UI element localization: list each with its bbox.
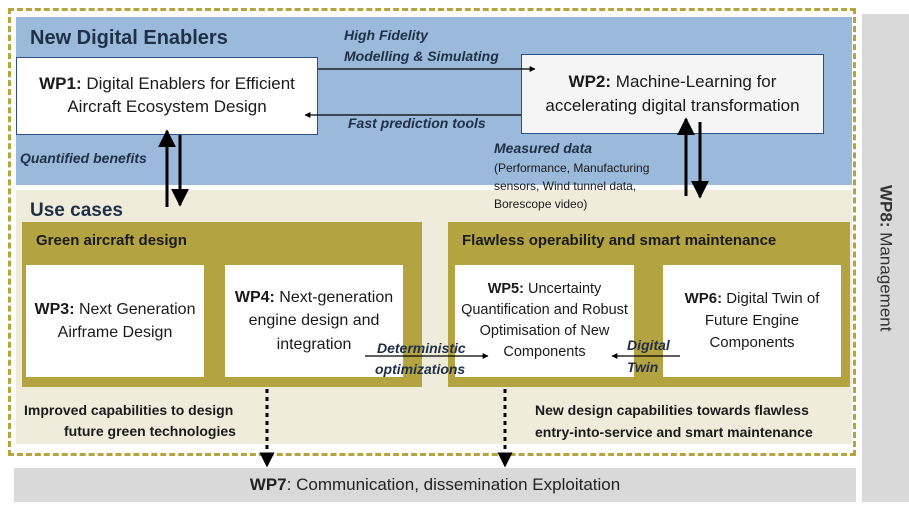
project-frame: [8, 8, 856, 456]
wp3-id: WP3:: [34, 300, 75, 318]
wp2-box: WP2: Machine-Learning for accelerating d…: [521, 54, 824, 134]
measured-data-detail-3: Borescope video): [494, 197, 588, 211]
measured-data-detail-2: sensors, Wind tunnel data,: [494, 179, 637, 193]
fast-prediction-label: Fast prediction tools: [348, 115, 486, 131]
wp2-text: Machine-Learning for accelerating digita…: [545, 72, 800, 115]
wp1-usecases-arrows: [158, 129, 189, 207]
use-cases-title: Use cases: [30, 200, 123, 221]
flawless-outcome-1: New design capabilities towards flawless: [535, 402, 809, 418]
management-label: WP8: Management: [862, 14, 909, 502]
wp5-box: WP5: Uncertainty Quantification and Robu…: [455, 265, 634, 377]
wp4-text: Next-generation engine design and integr…: [248, 289, 394, 353]
wp6-text: Digital Twin of Future Engine Components: [704, 290, 820, 351]
wp7-id: WP7: [249, 475, 287, 494]
wp3-box: WP3: Next Generation Airframe Design: [26, 265, 204, 377]
wp5-text: Uncertainty Quantification and Robust Op…: [461, 280, 628, 361]
wp7-text: : Communication, dissemination Exploitat…: [286, 475, 621, 494]
wp6-box: WP6: Digital Twin of Future Engine Compo…: [663, 265, 841, 377]
wp8-text: Management: [876, 227, 896, 332]
wp6-id: WP6:: [684, 290, 723, 308]
measured-data-detail-1: (Performance, Manufacturing: [494, 161, 650, 175]
management-bar: [862, 14, 909, 502]
green-outcome-2: future green technologies: [64, 423, 236, 439]
high-fidelity-label-1: High Fidelity: [344, 27, 428, 43]
digital-enablers-title: New Digital Enablers: [30, 27, 228, 49]
wp4-id: WP4:: [234, 289, 275, 307]
wp1-id: WP1:: [39, 74, 82, 94]
deterministic-label-2: optimizations: [375, 361, 466, 377]
quantified-benefits-label: Quantified benefits: [20, 150, 147, 166]
wp5-id: WP5:: [487, 280, 524, 297]
wp7-bar: WP7: Communication, dissemination Exploi…: [14, 468, 856, 502]
wp3-text: Next Generation Airframe Design: [57, 300, 196, 341]
digital-twin-label-1: Digital: [627, 337, 670, 353]
wp1-box: WP1: Digital Enablers for Efficient Airc…: [16, 57, 318, 135]
measured-data-label: Measured data: [494, 140, 593, 156]
wp1-text: Digital Enablers for Efficient Aircraft …: [67, 74, 295, 116]
high-fidelity-label-2: Modelling & Simulating: [344, 48, 499, 64]
digital-twin-label-2: Twin: [627, 359, 659, 375]
wp8-id: WP8:: [876, 184, 896, 228]
green-outcome-1: Improved capabilities to design: [24, 402, 234, 418]
green-aircraft-title: Green aircraft design: [36, 232, 187, 249]
flawless-outcome-2: entry-into-service and smart maintenance: [535, 424, 813, 440]
wp2-usecases-arrows: [677, 117, 709, 199]
deterministic-label-1: Deterministic: [377, 340, 466, 356]
wp2-id: WP2:: [568, 72, 612, 92]
wp4-box: WP4: Next-generation engine design and i…: [225, 265, 403, 377]
flawless-operability-title: Flawless operability and smart maintenan…: [462, 232, 777, 249]
